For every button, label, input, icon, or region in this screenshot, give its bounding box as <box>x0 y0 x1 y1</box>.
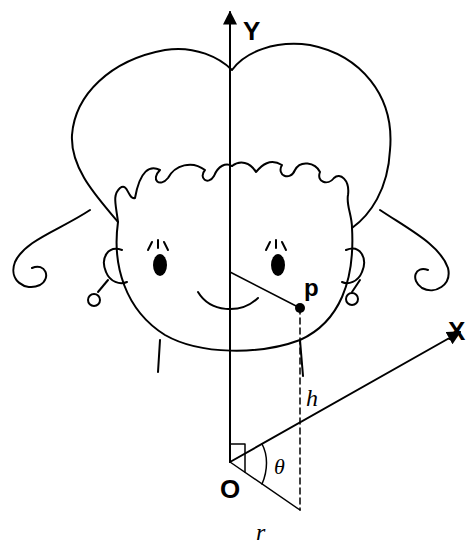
angle-label: θ <box>274 456 285 478</box>
radius-label: r <box>256 520 265 544</box>
point-label: p <box>304 276 319 300</box>
axis-label: Y <box>243 18 260 44</box>
axis-label: X <box>448 318 465 344</box>
height-label: h <box>306 386 318 410</box>
origin-label: O <box>220 476 240 502</box>
